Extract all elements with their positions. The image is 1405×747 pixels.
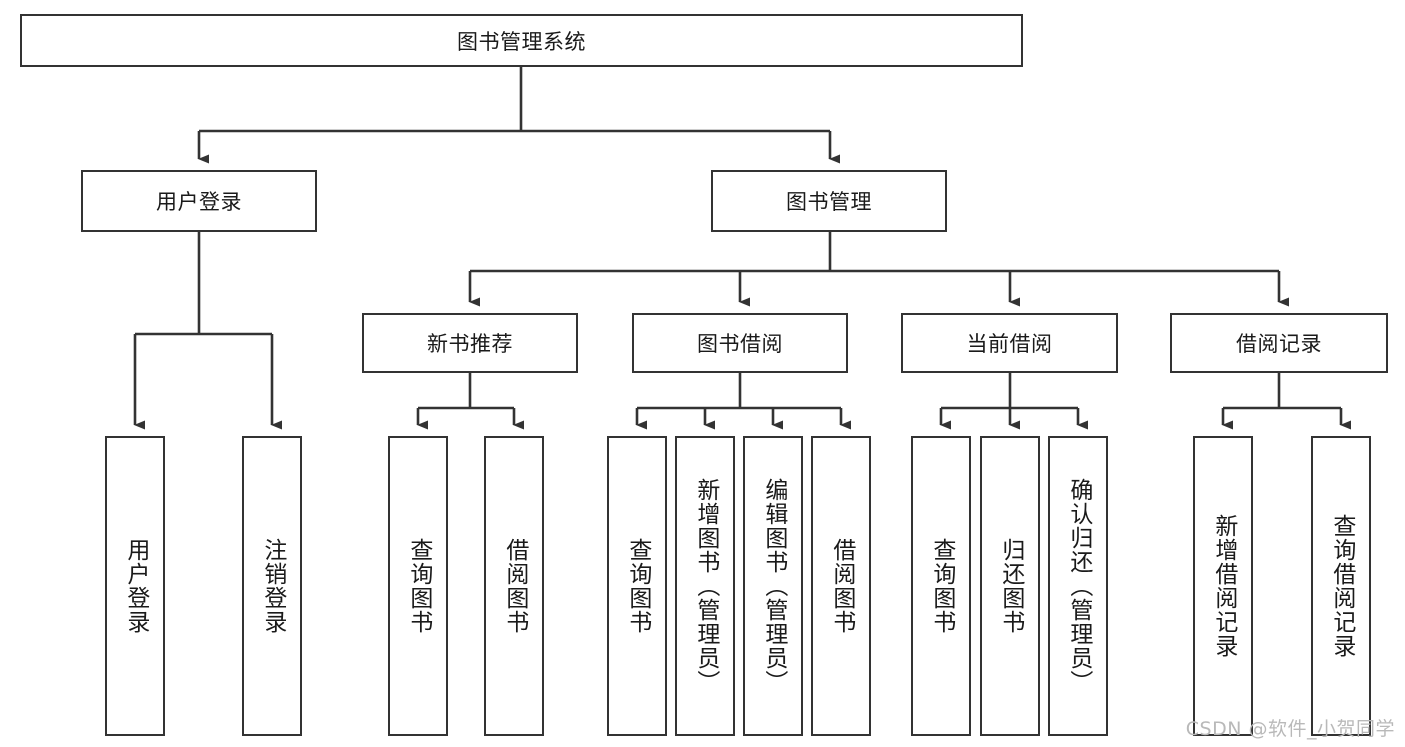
- node-label: 查询图书: [405, 538, 432, 634]
- node-label: 确认归还（管理员）: [1065, 478, 1092, 694]
- node-leaf-borrow-book[interactable]: 借阅图书: [811, 436, 871, 736]
- node-label: 用户登录: [156, 190, 242, 214]
- watermark: CSDN @软件_小贺同学: [1185, 718, 1395, 740]
- node-root-book-management-system[interactable]: 图书管理系统: [20, 14, 1023, 67]
- node-label: 当前借阅: [966, 332, 1053, 356]
- node-leaf-borrow-book-recommend[interactable]: 借阅图书: [484, 436, 544, 736]
- node-label: 归还图书: [997, 538, 1024, 634]
- node-label: 查询图书: [928, 538, 955, 634]
- node-label: 图书管理系统: [457, 29, 586, 54]
- node-book-management[interactable]: 图书管理: [711, 170, 947, 232]
- node-label: 注销登录: [259, 538, 286, 634]
- node-leaf-add-book-admin[interactable]: 新增图书（管理员）: [675, 436, 735, 736]
- node-user-login[interactable]: 用户登录: [81, 170, 317, 232]
- node-label: 图书借阅: [697, 332, 783, 356]
- node-label: 用户登录: [122, 538, 149, 634]
- node-label: 查询图书: [624, 538, 651, 634]
- node-label: 新增图书（管理员）: [692, 478, 719, 694]
- node-leaf-add-borrow-record[interactable]: 新增借阅记录: [1193, 436, 1253, 736]
- node-label: 借阅图书: [501, 538, 528, 634]
- node-borrow-record[interactable]: 借阅记录: [1170, 313, 1388, 373]
- node-label: 借阅图书: [828, 538, 855, 634]
- node-current-borrow[interactable]: 当前借阅: [901, 313, 1118, 373]
- node-leaf-query-book-recommend[interactable]: 查询图书: [388, 436, 448, 736]
- node-label: 图书管理: [786, 190, 872, 214]
- node-leaf-confirm-return-admin[interactable]: 确认归还（管理员）: [1048, 436, 1108, 736]
- node-label: 新增借阅记录: [1210, 514, 1237, 658]
- node-leaf-logout[interactable]: 注销登录: [242, 436, 302, 736]
- node-label: 编辑图书（管理员）: [760, 478, 787, 694]
- node-label: 查询借阅记录: [1328, 514, 1355, 658]
- node-leaf-return-book[interactable]: 归还图书: [980, 436, 1040, 736]
- node-new-book-recommend[interactable]: 新书推荐: [362, 313, 578, 373]
- node-leaf-query-book-borrow[interactable]: 查询图书: [607, 436, 667, 736]
- node-leaf-edit-book-admin[interactable]: 编辑图书（管理员）: [743, 436, 803, 736]
- node-label: 新书推荐: [427, 332, 513, 356]
- node-leaf-user-login[interactable]: 用户登录: [105, 436, 165, 736]
- node-label: 借阅记录: [1236, 332, 1322, 356]
- node-book-borrow[interactable]: 图书借阅: [632, 313, 848, 373]
- node-leaf-query-book-current[interactable]: 查询图书: [911, 436, 971, 736]
- node-leaf-query-borrow-record[interactable]: 查询借阅记录: [1311, 436, 1371, 736]
